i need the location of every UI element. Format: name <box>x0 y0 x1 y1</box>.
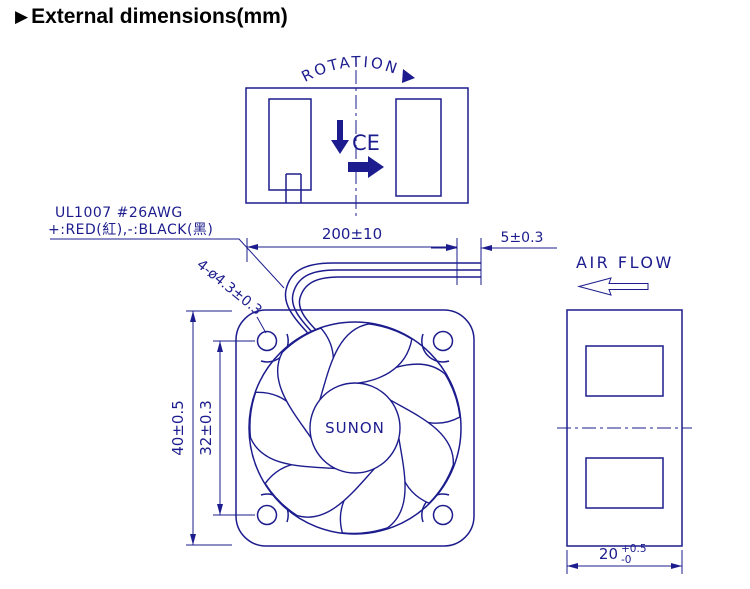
dim-depth: 20 +0.5 -0 <box>566 543 683 574</box>
air-flow-arrow-icon <box>577 277 649 296</box>
dim-depth-text: 20 <box>599 545 618 563</box>
rotation-text: ROTATION <box>299 53 400 86</box>
mounting-hole <box>432 330 454 352</box>
svg-text:ROTATION: ROTATION <box>299 53 402 86</box>
top-view-right-slot <box>395 98 442 197</box>
corner-web <box>421 333 450 363</box>
dim-depth-tol-minus: -0 <box>621 554 631 566</box>
mounting-hole <box>256 504 278 526</box>
front-view: SUNON <box>231 305 475 547</box>
wire-spec-label: UL1007 #26AWG +:RED(紅),-:BLACK(黑) <box>48 205 285 289</box>
side-view <box>557 309 692 547</box>
dim-hole-pitch-text: 32±0.3 <box>197 400 215 456</box>
dim-strip-length-text: 5±0.3 <box>501 230 544 246</box>
wire-spec-leader-line <box>50 238 285 289</box>
ce-mark: CE <box>352 131 380 155</box>
lead-wire <box>298 276 481 351</box>
mounting-hole <box>256 330 278 352</box>
page-title: ▶External dimensions(mm) <box>15 5 288 29</box>
wire-spec-line2: +:RED(紅),-:BLACK(黑) <box>48 222 213 238</box>
page-title-text: External dimensions(mm) <box>31 5 288 28</box>
dim-frame-height-text: 40±0.5 <box>169 400 187 456</box>
fan-hub <box>309 382 401 474</box>
section-marker-icon: ▶ <box>15 7 29 26</box>
top-view: CE <box>245 87 469 204</box>
lead-wire <box>284 262 481 347</box>
lead-wire <box>291 269 481 349</box>
mounting-hole <box>432 504 454 526</box>
dim-wire-length: 200±10 <box>246 225 458 285</box>
air-flow-label: AIR FLOW <box>576 253 674 296</box>
air-flow-text: AIR FLOW <box>576 253 674 272</box>
fan-impeller: SUNON <box>231 305 472 546</box>
dim-hole-callout: 4-ø4.3±0.3 <box>193 257 267 334</box>
top-view-left-slot <box>268 98 312 191</box>
down-arrow-icon <box>331 120 349 154</box>
dim-strip-length: 5±0.3 <box>431 230 557 285</box>
leader-line <box>256 316 267 334</box>
dim-depth-tol-plus: +0.5 <box>621 543 647 555</box>
fan-frame <box>235 309 475 547</box>
side-view-lower-window <box>585 457 664 509</box>
dim-frame-height: 40±0.5 <box>169 310 232 546</box>
dim-wire-length-text: 200±10 <box>322 225 382 243</box>
side-view-upper-window <box>585 345 664 397</box>
rotation-label: ROTATION <box>299 53 415 86</box>
wire-spec-line1: UL1007 #26AWG <box>55 205 183 221</box>
wire-assembly <box>284 262 481 351</box>
top-view-body <box>245 87 469 204</box>
rotation-arrow-icon <box>402 69 415 83</box>
dim-hole-pitch: 32±0.3 <box>197 340 255 516</box>
brand-label: SUNON <box>325 419 385 437</box>
right-arrow-icon <box>348 156 384 178</box>
dim-hole-callout-text: 4-ø4.3±0.3 <box>193 257 264 319</box>
